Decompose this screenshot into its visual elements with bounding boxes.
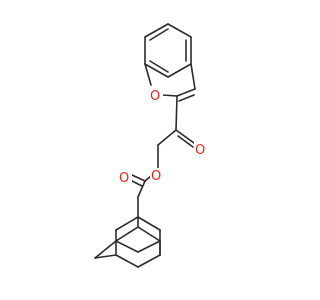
ketone-group [157, 95, 195, 171]
ester-oxygen-label: O [151, 169, 161, 184]
molecule-structure: O O O O [94, 23, 208, 268]
atom-labels: O O O O [118, 87, 208, 186]
adamantane-cage [94, 196, 161, 268]
furan-ring [144, 63, 196, 102]
carbonyl-oxygen-label: O [119, 171, 129, 186]
benzene-ring [144, 23, 192, 78]
ketone-oxygen-label: O [195, 143, 205, 158]
furan-oxygen-label: O [150, 89, 160, 104]
